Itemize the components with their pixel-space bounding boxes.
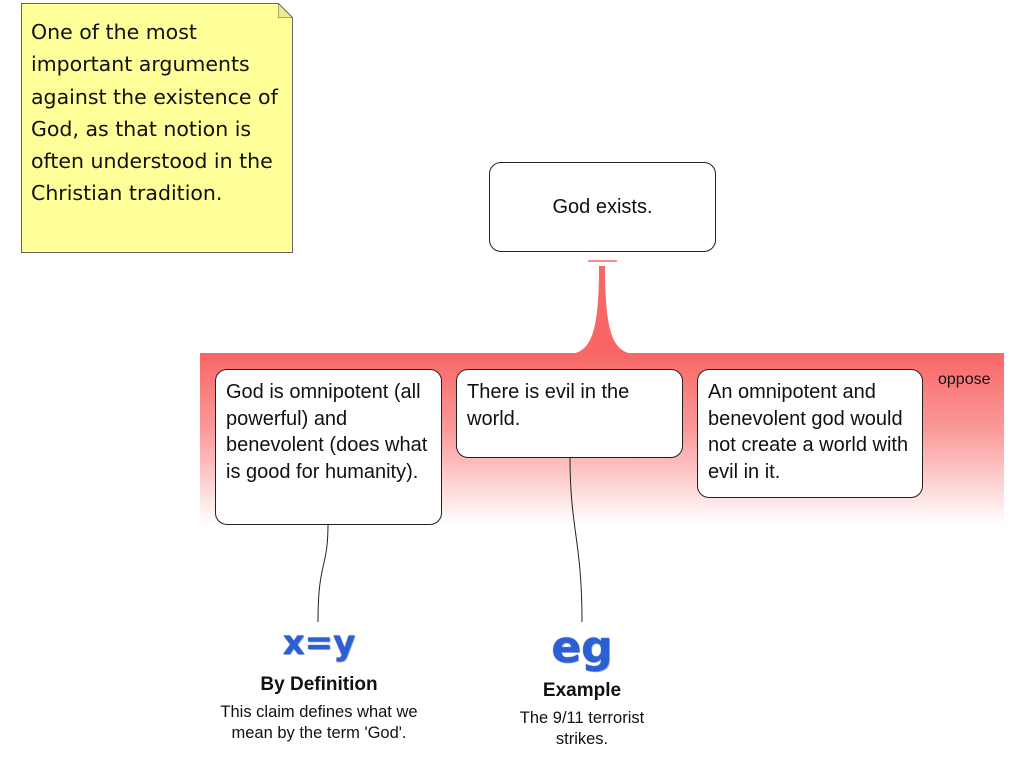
main-claim-box[interactable]: God exists. [489, 162, 716, 252]
basis-title: By Definition [260, 674, 378, 695]
premise-text: God is omnipotent (all powerful) and ben… [226, 381, 428, 483]
basis-definition[interactable]: x=y By Definition This claim defines wha… [213, 622, 425, 744]
note-fold-icon [278, 3, 293, 18]
basis-description: This claim defines what we mean by the t… [220, 703, 418, 742]
main-claim-text: God exists. [552, 195, 653, 218]
premise-box-2[interactable]: There is evil in the world. [456, 369, 683, 458]
premise-text: There is evil in the world. [467, 381, 630, 430]
definition-icon: x=y [282, 623, 356, 663]
note-text: One of the most important arguments agai… [31, 20, 278, 206]
basis-connector-2 [569, 456, 583, 623]
oppose-label: oppose [938, 371, 991, 388]
oppose-connector [572, 266, 632, 354]
basis-connector-1 [317, 523, 329, 623]
example-icon: eg [551, 622, 613, 673]
basis-example[interactable]: eg Example The 9/11 terrorist strikes. [496, 622, 668, 750]
basis-title: Example [542, 680, 622, 701]
premise-text: An omnipotent and benevolent god would n… [708, 381, 909, 483]
basis-description: The 9/11 terrorist strikes. [519, 709, 645, 748]
sticky-note[interactable]: One of the most important arguments agai… [21, 3, 293, 253]
premise-box-1[interactable]: God is omnipotent (all powerful) and ben… [215, 369, 442, 525]
premise-box-3[interactable]: An omnipotent and benevolent god would n… [697, 369, 923, 498]
